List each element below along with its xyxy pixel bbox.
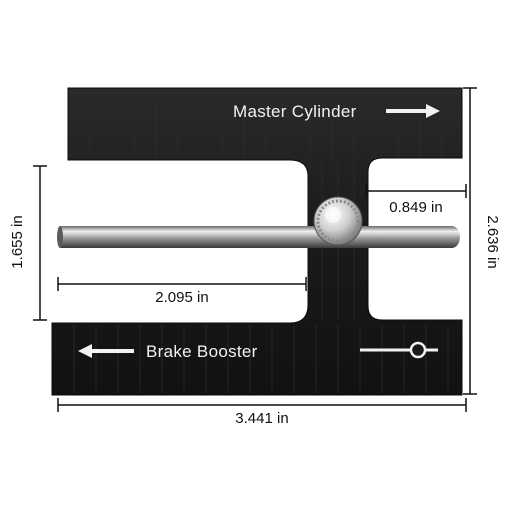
master-cylinder-label: Master Cylinder: [233, 102, 357, 121]
dimension-offset-right: [365, 184, 467, 198]
height-overall-label: 2.636 in: [484, 215, 501, 268]
dimension-height-overall: [463, 87, 477, 395]
offset-right-label: 0.849 in: [389, 199, 442, 216]
gap-height-label: 1.655 in: [9, 215, 26, 268]
dimension-width-overall: [57, 398, 467, 412]
steel-rod: [57, 226, 460, 248]
machining-marks: [73, 90, 449, 393]
dimension-gap-height: [33, 165, 47, 321]
rod-reach-label: 2.095 in: [155, 289, 208, 306]
brake-booster-label: Brake Booster: [146, 342, 258, 361]
dimension-rod-reach: [57, 277, 307, 291]
slot-indicator-icon: [360, 341, 438, 359]
arrow-left-icon: [78, 344, 134, 358]
knurled-knob-icon[interactable]: [313, 196, 363, 246]
width-overall-label: 3.441 in: [235, 410, 288, 427]
tool-body: [51, 87, 463, 396]
arrow-right-icon: [386, 104, 440, 118]
